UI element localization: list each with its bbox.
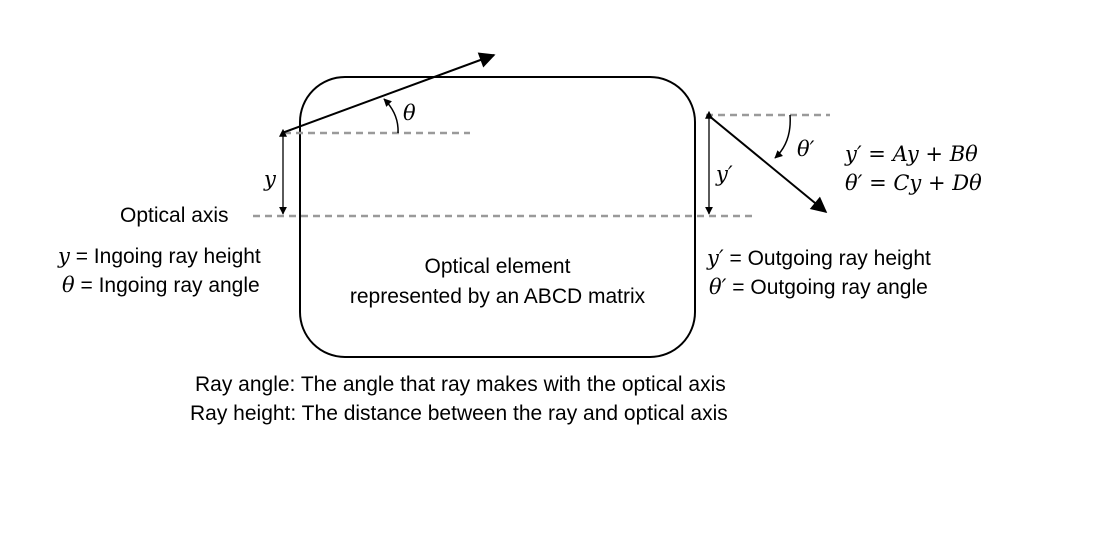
- outgoing-ray: [707, 114, 828, 214]
- outgoing-height-text: = Outgoing ray height: [723, 247, 931, 270]
- outgoing-height-definition: y′ = Outgoing ray height: [707, 246, 931, 270]
- theta-prime-symbol: θ′: [797, 137, 815, 161]
- outgoing-angle-arc: [774, 114, 791, 159]
- y-prime-symbol: y′: [716, 162, 733, 186]
- equation-y-prime: y′ = Ay + Bθ: [845, 142, 978, 166]
- ingoing-angle-arc: [383, 98, 399, 134]
- ingoing-angle-definition: θ = Ingoing ray angle: [62, 273, 260, 297]
- ray-angle-definition: Ray angle: The angle that ray makes with…: [195, 373, 726, 396]
- ingoing-ray: [281, 52, 496, 134]
- theta-symbol: θ: [403, 101, 416, 125]
- y-symbol: y: [264, 167, 276, 191]
- optical-element-title: Optical element: [424, 255, 571, 278]
- ray-height-definition: Ray height: The distance between the ray…: [190, 402, 728, 425]
- equation-theta-prime: θ′ = Cy + Dθ: [845, 171, 982, 195]
- outgoing-angle-text: = Outgoing ray angle: [726, 276, 928, 299]
- outgoing-angle-definition: θ′ = Outgoing ray angle: [709, 275, 928, 299]
- optical-element-box: [299, 76, 696, 358]
- outgoing-height-symbol: y′: [707, 246, 724, 270]
- ingoing-height-symbol: y: [58, 244, 70, 268]
- outgoing-angle-symbol: θ′: [709, 275, 727, 299]
- ingoing-angle-symbol: θ: [62, 273, 75, 297]
- ingoing-angle-text: = Ingoing ray angle: [74, 274, 260, 297]
- optical-element-subtitle: represented by an ABCD matrix: [349, 285, 646, 308]
- optical-axis-label: Optical axis: [120, 204, 229, 227]
- ingoing-height-definition: y = Ingoing ray height: [58, 244, 261, 268]
- ingoing-height-text: = Ingoing ray height: [69, 245, 261, 268]
